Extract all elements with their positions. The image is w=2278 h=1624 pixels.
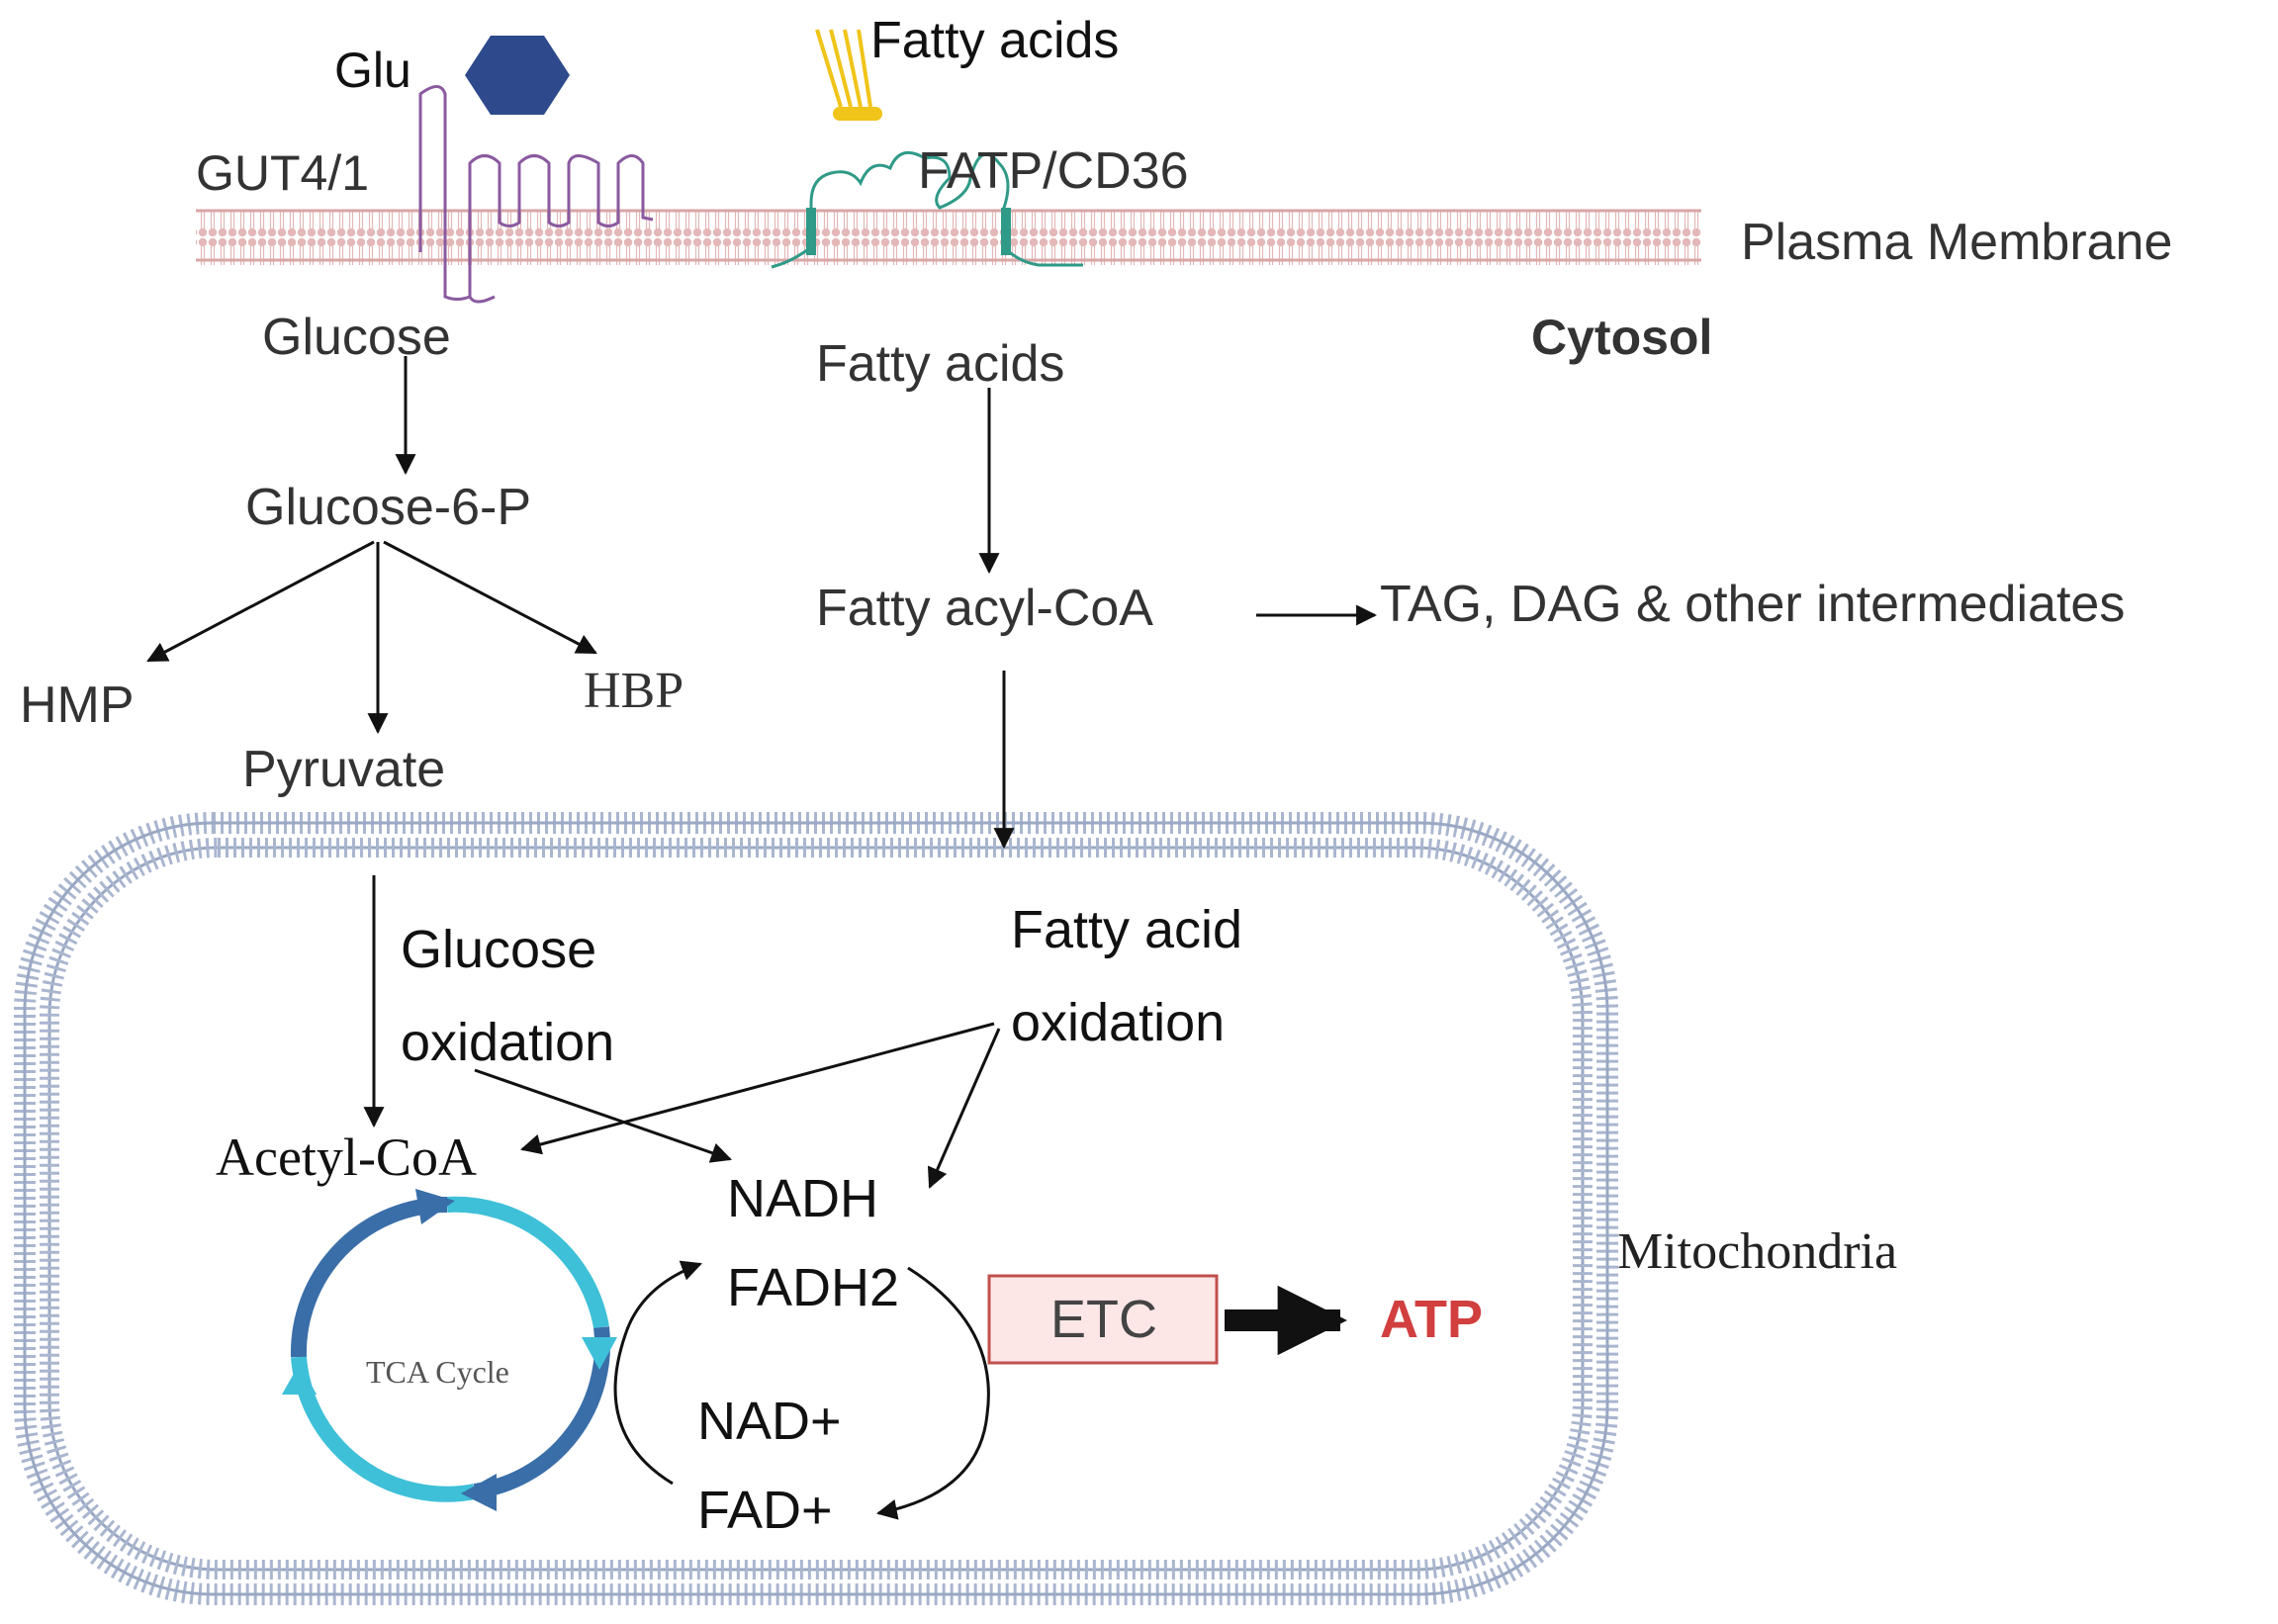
arrow-glucose-ox-to-nadh [474, 1068, 732, 1163]
tca-cycle-label: TCA Cycle [366, 1354, 509, 1390]
arrow-fa-ox-to-acetylcoa [519, 1022, 995, 1155]
fad-plus-label: FAD+ [697, 1481, 833, 1540]
glut-transporter [418, 85, 654, 304]
fatp-label: FATP/CD36 [918, 142, 1189, 200]
arrow-nad-to-fadh2 [613, 1260, 702, 1486]
tag-dag-label: TAG, DAG & other intermediates [1380, 576, 2125, 633]
fadh2-label: FADH2 [727, 1258, 899, 1317]
etc-box [987, 1274, 1219, 1365]
hbp-label: HBP [584, 663, 683, 719]
hmp-label: HMP [20, 677, 135, 734]
fatty-acids-cytosol-label: Fatty acids [816, 335, 1064, 393]
nadh-label: NADH [727, 1169, 878, 1228]
glucose-label: Glucose [262, 309, 451, 366]
fatty-acyl-coa-label: Fatty acyl-CoA [816, 580, 1153, 637]
text-labels: Glu Fatty acids GUT4/1 FATP/CD36 Plasma … [20, 12, 2172, 1540]
nad-plus-label: NAD+ [697, 1392, 842, 1451]
fatty-acid-tails-icon [815, 29, 882, 121]
etc-label: ETC [1050, 1290, 1157, 1349]
glucose-oxidation-label-line1: Glucose [401, 920, 596, 979]
pathway-arrows [146, 356, 1378, 1520]
arrow-fa-ox-to-nadh [927, 1028, 1001, 1189]
fatty-acid-oxidation-label-line1: Fatty acid [1011, 900, 1242, 959]
plasma-membrane-label: Plasma Membrane [1741, 214, 2172, 271]
pyruvate-label: Pyruvate [242, 741, 445, 798]
fatty-acid-oxidation-label-line2: oxidation [1011, 993, 1225, 1052]
gut-label: GUT4/1 [196, 145, 369, 201]
arrow-g6p-to-hbp [383, 540, 597, 655]
glu-label: Glu [334, 43, 411, 98]
tca-cycle-ring [282, 1189, 617, 1511]
cytosol-label: Cytosol [1531, 310, 1712, 365]
mitochondria-label: Mitochondria [1617, 1223, 1897, 1280]
glucose-6-p-label: Glucose-6-P [245, 479, 531, 536]
glucose-hexagon-icon [465, 36, 570, 115]
arrow-g6p-to-hmp [146, 540, 375, 663]
fatp-transporter [771, 150, 1083, 269]
glucose-oxidation-label-line2: oxidation [401, 1013, 614, 1072]
arrow-fadh2-to-fad [875, 1266, 990, 1520]
plasma-membrane [196, 206, 1701, 265]
fatty-acids-outside-label: Fatty acids [870, 12, 1119, 69]
mitochondria-membrane [14, 812, 1618, 1605]
acetyl-coa-label: Acetyl-CoA [216, 1128, 477, 1187]
atp-label: ATP [1380, 1290, 1483, 1349]
